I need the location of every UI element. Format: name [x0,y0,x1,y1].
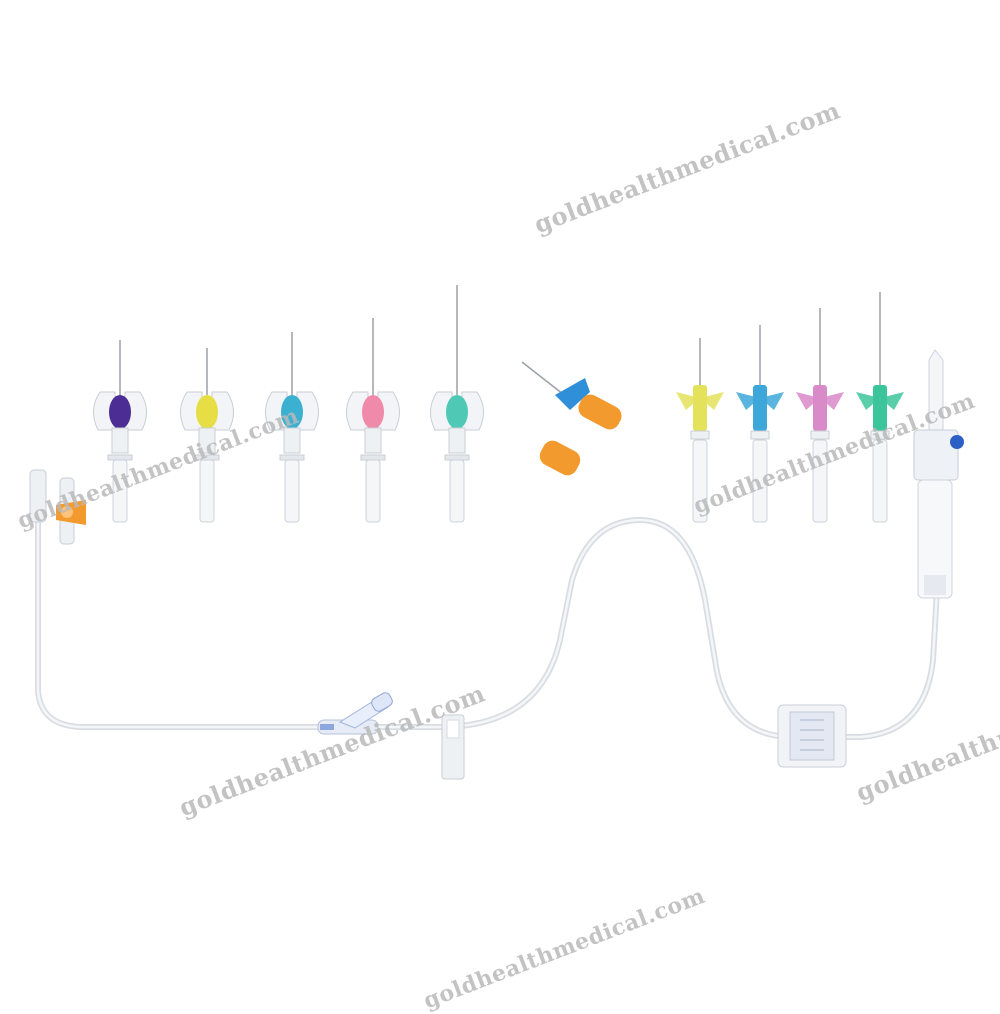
pen-cannula-yellow [676,338,724,523]
cannula-pink [346,318,400,523]
y-connector [317,692,393,735]
butterfly-needle [521,361,622,476]
slide-clamp [441,714,465,780]
pen-cannulas [676,292,904,523]
winged-cannulas [93,285,484,523]
drip-chamber [913,349,964,599]
cannula-yellow [180,348,234,523]
pen-cannula-blue [736,325,784,523]
roller-regulator [777,704,847,768]
cannula-teal [430,285,484,523]
cannula-blue [265,332,319,523]
stopcock [29,469,86,545]
pen-cannula-green [856,292,904,523]
pen-cannula-pink [796,308,844,523]
cannula-violet [93,340,147,523]
